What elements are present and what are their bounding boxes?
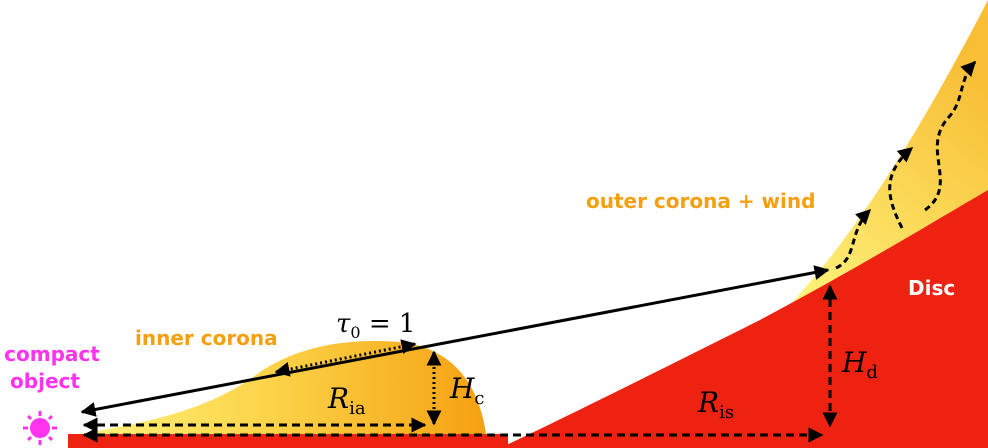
ray-arrow [80,265,830,417]
h-d-label: Hd [841,346,878,383]
wind-arrow-3 [924,60,977,212]
compact-object-icon [23,411,57,445]
inner-corona-region [80,340,486,434]
disc-label: Disc [908,276,955,300]
outer-corona-label: outer corona + wind [586,189,815,213]
disc-region [500,190,988,448]
h-c-label: Hc [449,372,485,409]
wind-arrow-2 [888,146,914,229]
compact-object-label-2: object [10,369,80,393]
tau-arrow [274,339,417,377]
inner-corona-label: inner corona [135,326,278,350]
compact-object-label-1: compact [4,342,100,366]
tau-label: τ0 = 1 [336,309,415,342]
wind-arrow-1 [835,208,872,270]
r-is-label: Ris [697,386,734,423]
r-ia-label: Ria [327,382,366,419]
